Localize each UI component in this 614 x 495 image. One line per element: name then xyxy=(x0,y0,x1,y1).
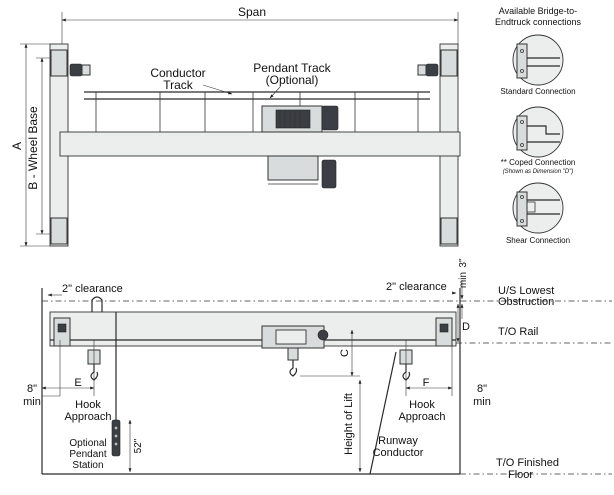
center-hook xyxy=(289,360,298,377)
hook-approach-left-line2: Approach xyxy=(64,411,111,423)
standard-connection-label: Standard Connection xyxy=(500,87,575,96)
conductor-label-line1: Conductor xyxy=(150,66,205,80)
dim-f-label: F xyxy=(423,377,430,389)
hook-approach-right-line1: Hook xyxy=(409,399,435,411)
right-drive-gearbox xyxy=(417,64,427,76)
elevation-view: 2" clearance 2" clearance 3" min U/S Low… xyxy=(23,258,612,481)
min-8in-right-value: 8" xyxy=(477,383,487,395)
hoist-motor xyxy=(321,105,339,131)
plan-view: Span A B - Wheel Base xyxy=(10,5,461,247)
bridge-girder xyxy=(59,131,461,157)
to-rail-label: T/O Rail xyxy=(498,326,538,338)
coped-connection-note: (Shown as Dimension "D") xyxy=(503,169,574,175)
left-end-truck-upper-wheel xyxy=(50,49,68,77)
left-end-truck-lower-wheel xyxy=(50,217,68,245)
right-drive-motor xyxy=(425,63,439,77)
dim-e-label: E xyxy=(74,377,81,389)
pendant-track-label-line1: Pendant Track xyxy=(253,61,331,75)
hoist-drum xyxy=(275,109,311,129)
floor-label-line1: T/O Finished xyxy=(496,457,559,469)
left-drive-motor xyxy=(69,63,83,77)
dim-d-label: D xyxy=(462,321,470,333)
min-3in-value: 3" xyxy=(458,258,469,268)
pendant-label-line3: Station xyxy=(72,460,103,471)
left-drive-gearbox xyxy=(81,64,91,76)
bridge-girder-side xyxy=(49,311,457,347)
shear-connection-detail: Shear Connection xyxy=(506,182,570,245)
pendant-station xyxy=(111,419,121,457)
right-end-truck-lower-wheel xyxy=(440,217,458,245)
hook-approach-left-line1: Hook xyxy=(75,399,101,411)
span-label: Span xyxy=(238,5,266,19)
runway-label-line2: Conductor xyxy=(373,447,424,459)
trolley-motor xyxy=(321,159,337,189)
connection-details: Available Bridge-to- Endtruck connection… xyxy=(495,6,582,245)
clearance-right-label: 2" clearance xyxy=(386,281,447,293)
right-end-truck-upper-wheel xyxy=(440,49,458,77)
dim-52in-label: 52" xyxy=(133,438,144,453)
min-8in-right-unit: min xyxy=(473,396,491,408)
height-of-lift-label: Height of Lift xyxy=(343,393,355,455)
shear-connection-label: Shear Connection xyxy=(506,236,570,245)
standard-connection-detail: Standard Connection xyxy=(500,34,576,96)
dim-a-label: A xyxy=(10,142,24,150)
connections-title-line2: Endtruck connections xyxy=(495,17,582,27)
connections-title-line1: Available Bridge-to- xyxy=(499,6,577,16)
coped-connection-label: ** Coped Connection xyxy=(501,158,576,167)
pendant-track-label-line2: (Optional) xyxy=(266,73,319,87)
pendant-hook xyxy=(91,296,103,312)
trolley-body xyxy=(267,155,319,181)
dim-c-label: C xyxy=(339,349,351,357)
min-8in-left-value: 8" xyxy=(27,383,37,395)
min-8in-left-unit: min xyxy=(23,396,41,408)
pendant-label-line2: Pendant xyxy=(69,449,106,460)
runway-label-line1: Runway xyxy=(378,435,418,447)
trolley-motor-side xyxy=(317,329,329,341)
hook-approach-right-line2: Approach xyxy=(398,411,445,423)
center-hook-block xyxy=(287,347,299,361)
obstruction-label-line2: Obstruction xyxy=(498,296,554,308)
pendant-label-line1: Optional xyxy=(69,438,106,449)
min-3in-unit: min xyxy=(458,272,469,288)
dim-b-label: B - Wheel Base xyxy=(26,106,40,190)
clearance-left-label: 2" clearance xyxy=(62,283,123,295)
coped-connection-detail: ** Coped Connection (Shown as Dimension … xyxy=(501,106,576,175)
obstruction-label-line1: U/S Lowest xyxy=(498,285,554,297)
conductor-label-line2: Track xyxy=(163,78,194,92)
floor-label-line2: Floor xyxy=(508,469,533,481)
runway-conductor-line xyxy=(369,351,397,475)
